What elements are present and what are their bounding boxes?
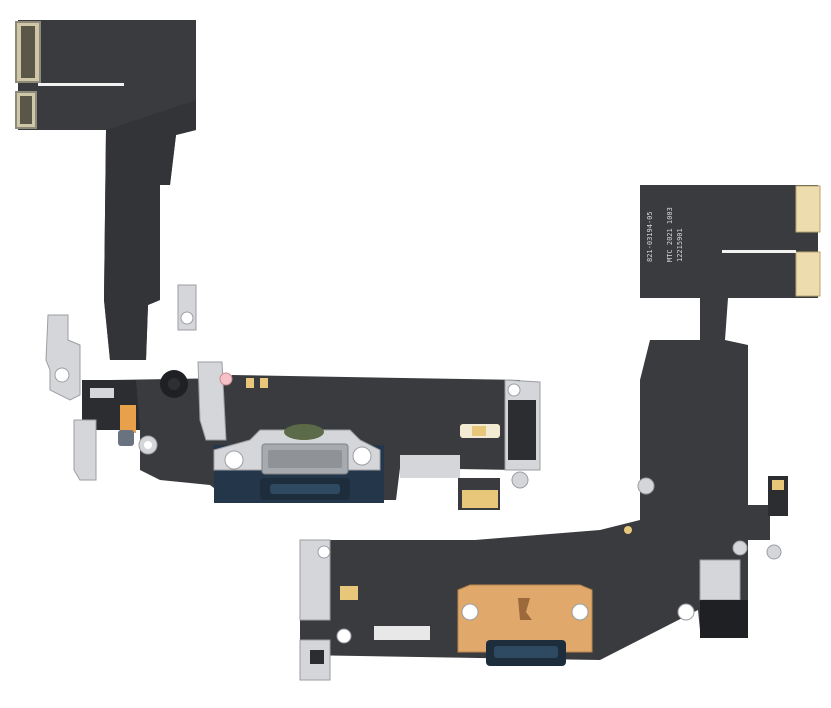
right-flex-cable: 821-03194-05 MTC 2021 1003 12215901: [299, 185, 821, 681]
silkscreen-line-3: 12215901: [676, 228, 684, 262]
left-usb-port: [213, 424, 384, 503]
right-gold-pad-bottom: [795, 251, 821, 297]
silkscreen-line-2: MTC 2021 1003: [666, 207, 674, 262]
right-gold-pad-top: [795, 185, 821, 233]
left-flex-cable: [15, 20, 541, 510]
right-usb-port: [457, 584, 593, 666]
right-silkscreen: 821-03194-05 MTC 2021 1003 12215901: [646, 207, 684, 262]
silkscreen-line-1: 821-03194-05: [646, 211, 654, 262]
right-flex-tail: [300, 185, 818, 660]
left-metal-bracket: [45, 314, 81, 401]
